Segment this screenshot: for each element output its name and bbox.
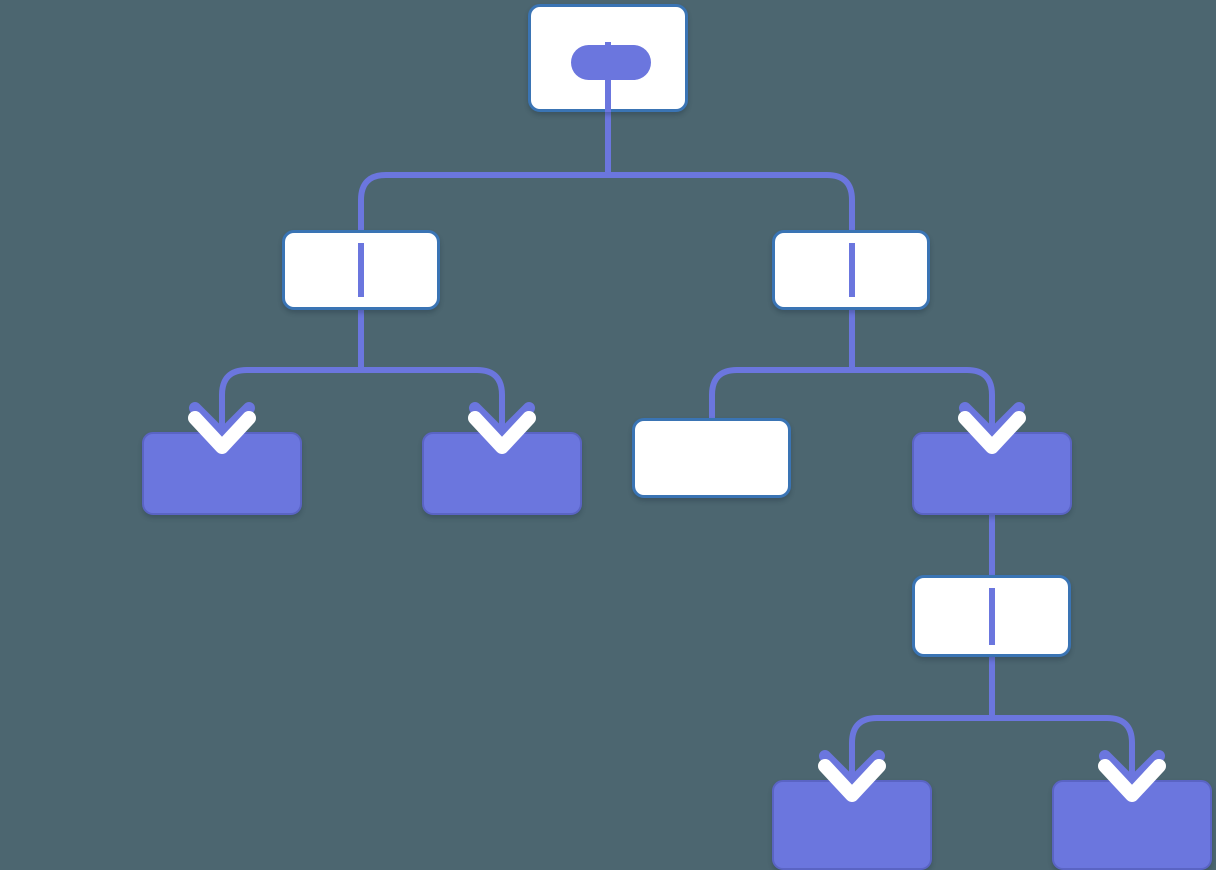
node-l4-b[interactable] [1052, 780, 1212, 870]
node-l2-c[interactable] [632, 418, 791, 498]
root-pill-badge [571, 45, 651, 80]
node-l1-right[interactable] [772, 230, 930, 310]
node-l4-a[interactable] [772, 780, 932, 870]
node-l3-a[interactable] [912, 575, 1071, 657]
node-l2-d[interactable] [912, 432, 1072, 515]
node-l2-a[interactable] [142, 432, 302, 515]
node-l2-b[interactable] [422, 432, 582, 515]
node-root[interactable] [528, 4, 688, 112]
node-l1-left[interactable] [282, 230, 440, 310]
